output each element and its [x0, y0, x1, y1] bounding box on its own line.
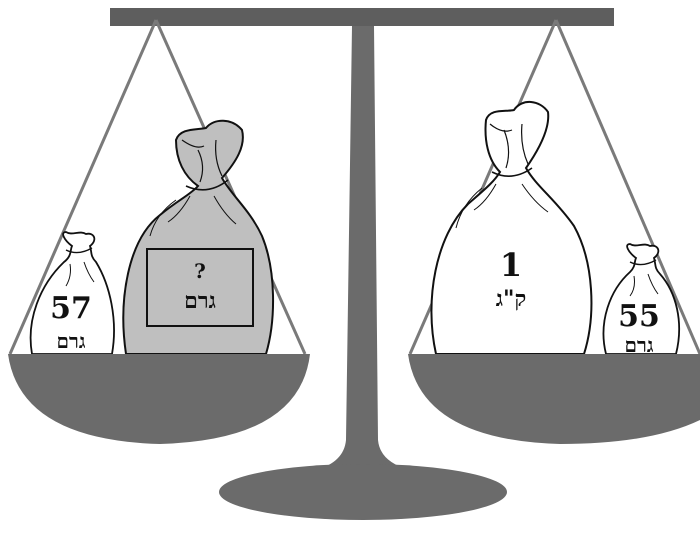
bag-55-number: 55	[618, 299, 660, 334]
bag-57-unit: גרם	[57, 329, 86, 353]
bag-1kg-number: 1	[500, 246, 522, 284]
bag-unknown-number: ?	[194, 259, 206, 283]
scale-base	[219, 464, 507, 520]
bag-55-unit: גרם	[625, 333, 654, 357]
bag-unknown-unit: גרם	[184, 288, 216, 314]
left-pan	[8, 354, 310, 444]
bag-1-kilogram: 1 ק"ג	[431, 102, 591, 354]
right-pan	[408, 354, 700, 444]
bag-57-grams: 57 גרם	[31, 232, 114, 354]
bag-1kg-unit: ק"ג	[496, 286, 527, 312]
balance-beam	[110, 8, 614, 26]
bag-55-grams: 55 גרם	[603, 244, 679, 357]
bag-57-number: 57	[50, 291, 92, 326]
bag-unknown-grams: ? גרם	[123, 121, 273, 354]
